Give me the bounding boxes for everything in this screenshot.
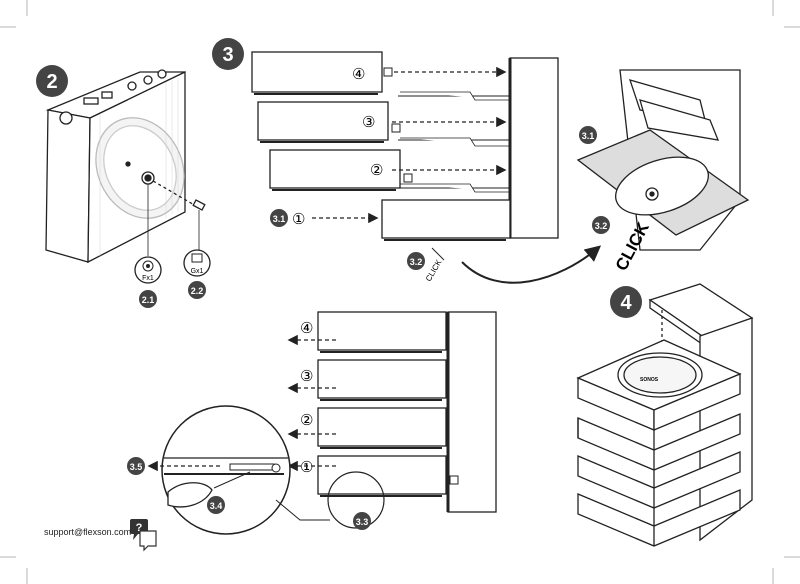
part-fx: Fx1	[134, 256, 162, 284]
layer-4-bottom: ④	[287, 311, 447, 353]
support-email[interactable]: support@flexson.com	[44, 527, 132, 537]
step-2-badge: 2	[36, 65, 68, 97]
layer-3-top-label: ③	[362, 114, 375, 131]
part-gx-label: Gx1	[191, 268, 204, 275]
svg-text:3.2: 3.2	[410, 257, 423, 267]
layer-4-bottom-label: ④	[300, 320, 313, 337]
part-fx-label: Fx1	[142, 275, 154, 282]
substep-3-1-b: 3.1	[579, 126, 597, 144]
svg-text:3.4: 3.4	[210, 501, 223, 511]
svg-text:3.3: 3.3	[356, 517, 369, 527]
layer-2-bottom-label: ②	[300, 412, 313, 429]
svg-text:CLICK: CLICK	[424, 258, 444, 283]
svg-text:3.5: 3.5	[130, 462, 143, 472]
step-4-badge: 4	[610, 286, 642, 318]
layer-1-top-label: ①	[292, 211, 305, 228]
substep-3-2-b: 3.2	[592, 216, 610, 234]
detail-arrow	[461, 245, 602, 284]
substep-3-4: 3.4	[207, 496, 225, 514]
layer-1-bottom-label: ①	[300, 459, 313, 476]
layer-3-top: ③	[257, 101, 507, 143]
layer-3-bottom: ③	[287, 359, 447, 401]
svg-text:?: ?	[136, 522, 143, 534]
substep-3-5: 3.5	[127, 457, 145, 475]
step-3-badge: 3	[212, 38, 244, 70]
substep-3-3: 3.3	[353, 512, 371, 530]
speaker-device-side	[45, 69, 206, 264]
svg-text:3.2: 3.2	[595, 221, 608, 231]
brand-label: SONOS	[640, 377, 659, 383]
layer-2-bottom: ②	[287, 407, 447, 449]
layer-1-bottom: ①	[287, 455, 459, 497]
substep-2-2: 2.2	[188, 281, 206, 299]
svg-text:2.2: 2.2	[191, 286, 204, 296]
magnifier-link	[275, 499, 330, 521]
part-gx: Gx1	[183, 249, 211, 277]
svg-text:3.1: 3.1	[273, 214, 286, 224]
substep-3-2-a: 3.2	[407, 252, 425, 270]
step-2-number: 2	[46, 71, 57, 93]
help-chat-icon: ?	[130, 519, 157, 552]
wall-bracket-top	[398, 57, 559, 239]
release-detail-view	[147, 405, 291, 535]
click-detail-view	[576, 69, 750, 251]
layer-4-top-label: ④	[352, 66, 365, 83]
layer-4-top: ④	[251, 51, 507, 95]
substep-2-1: 2.1	[139, 290, 157, 308]
small-zoom-circle	[327, 471, 385, 529]
layer-2-top: ②	[269, 149, 507, 191]
svg-text:3.1: 3.1	[582, 131, 595, 141]
click-small-label: CLICK	[424, 247, 445, 283]
step-3-number: 3	[222, 44, 233, 66]
svg-text:2.1: 2.1	[142, 295, 155, 305]
layer-3-bottom-label: ③	[300, 368, 313, 385]
substep-3-1-a: 3.1	[270, 209, 288, 227]
stacked-speakers	[576, 283, 754, 547]
layer-1-top: ①	[292, 199, 511, 241]
layer-2-top-label: ②	[370, 162, 383, 179]
step-4-number: 4	[620, 292, 632, 314]
